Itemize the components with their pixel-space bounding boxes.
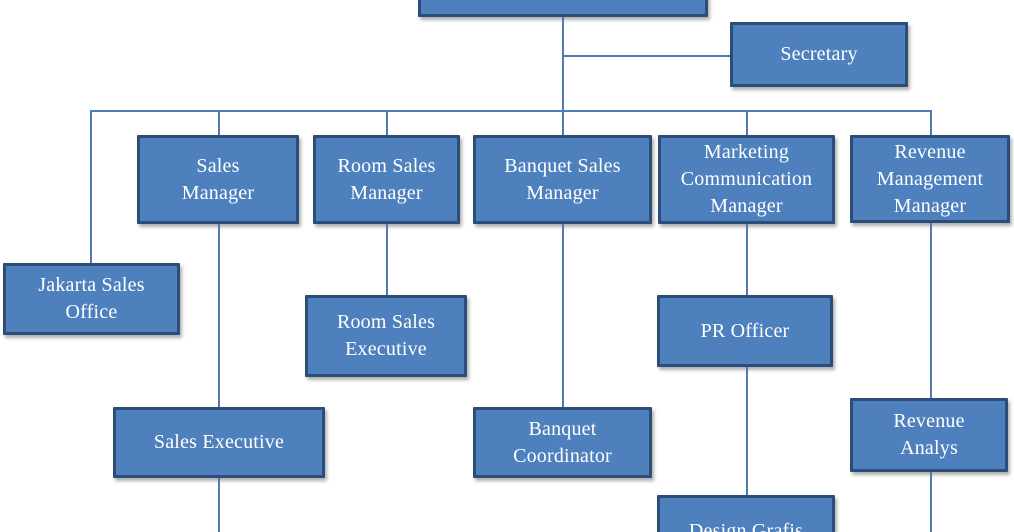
connector-revenue-analys-down xyxy=(930,472,932,532)
org-node-banquet-coordinator: Banquet Coordinator xyxy=(473,407,652,478)
org-node-label-room-sales-manager: Room Sales Manager xyxy=(337,154,436,204)
org-node-room-sales-manager: Room Sales Manager xyxy=(313,135,460,224)
connector-branch-secretary xyxy=(562,55,730,57)
org-node-label-sales-executive: Sales Executive xyxy=(153,431,285,453)
connector-pr-officer-to-design-grafis xyxy=(746,367,748,495)
connector-marketing-communication-manager-to-pr-officer xyxy=(746,224,748,295)
connector-banquet-sales-manager-to-banquet-coordinator xyxy=(562,224,564,407)
org-node-label-revenue-management-manager: Revenue Management Manager xyxy=(876,140,984,217)
org-node-label-secretary: Secretary xyxy=(780,43,858,65)
org-node-marketing-communication-manager: Marketing Communication Manager xyxy=(658,135,835,224)
org-node-sales-executive: Sales Executive xyxy=(113,407,325,478)
connector-rail-to-sales-manager xyxy=(218,110,220,135)
org-node-label-banquet-sales-manager: Banquet Sales Manager xyxy=(504,154,621,204)
org-node-revenue-management-manager: Revenue Management Manager xyxy=(850,135,1010,223)
connector-rail-to-revenue-management-manager xyxy=(930,110,932,135)
org-node-label-jakarta-sales-office: Jakarta Sales Office xyxy=(38,274,145,323)
connector-rail-to-room-sales-manager xyxy=(386,110,388,135)
org-node-label-sales-manager: Sales Manager xyxy=(181,154,255,204)
connector-revenue-management-manager-to-revenue-analys xyxy=(930,223,932,398)
org-node-jakarta-sales-office: Jakarta Sales Office xyxy=(3,263,180,335)
org-node-label-room-sales-executive: Room Sales Executive xyxy=(336,311,436,360)
connector-main-rail xyxy=(90,110,930,112)
connector-sales-manager-to-sales-executive xyxy=(218,224,220,407)
org-node-pr-officer: PR Officer xyxy=(657,295,833,367)
org-node-sales-manager: Sales Manager xyxy=(137,135,299,224)
org-node-label-marketing-communication-manager: Marketing Communication Manager xyxy=(680,141,813,217)
org-node-secretary: Secretary xyxy=(730,22,908,87)
org-node-label-banquet-coordinator: Banquet Coordinator xyxy=(513,417,612,467)
org-node-revenue-analys: Revenue Analys xyxy=(850,398,1008,472)
org-node-label-pr-officer: PR Officer xyxy=(700,319,790,342)
org-node-room-sales-executive: Room Sales Executive xyxy=(305,295,467,377)
connector-stem-top-box xyxy=(562,17,564,135)
org-node-label-design-grafis: Design Grafis xyxy=(688,519,804,532)
org-node-top-box-clipped xyxy=(418,0,708,17)
connector-sales-executive-down xyxy=(218,478,220,532)
org-node-design-grafis: Design Grafis xyxy=(657,495,835,532)
connector-rail-to-marketing-communication-manager xyxy=(746,110,748,135)
connector-room-sales-manager-to-room-sales-executive xyxy=(386,224,388,295)
connector-rail-to-jakarta-sales-office xyxy=(90,110,92,263)
org-node-label-revenue-analys: Revenue Analys xyxy=(893,410,965,459)
org-node-banquet-sales-manager: Banquet Sales Manager xyxy=(473,135,652,224)
